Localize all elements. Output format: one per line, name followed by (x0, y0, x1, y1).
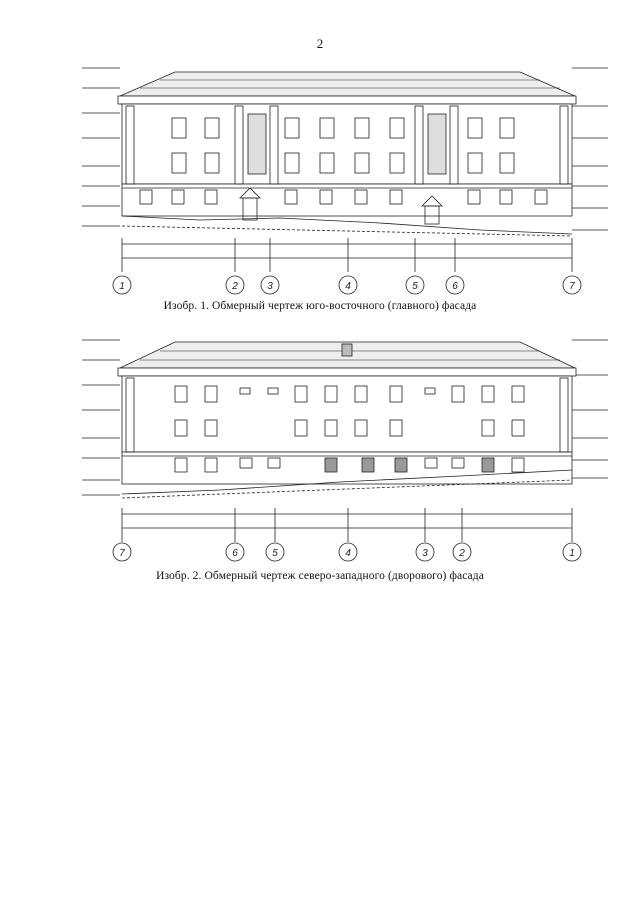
axis-label: 7 (569, 281, 575, 292)
axis-label: 4 (345, 281, 351, 292)
axis-label: 1 (119, 281, 125, 292)
figure-caption: Изобр. 1. Обмерный чертеж юго-восточного… (163, 300, 477, 312)
facade-drawing-main: 1 2 3 4 5 6 7 (80, 58, 610, 298)
axis-label: 6 (232, 548, 238, 559)
axis-label: 4 (345, 548, 351, 559)
axis-label: 5 (412, 281, 418, 292)
axis-label: 5 (272, 548, 278, 559)
axis-label: 3 (422, 548, 428, 559)
facade-drawing-courtyard: 7 6 5 4 3 2 1 (80, 330, 610, 568)
facade-main-svg: 1 2 3 4 5 6 7 (82, 67, 608, 295)
page-number: 2 (316, 36, 324, 51)
figure-caption: Изобр. 2. Обмерный чертеж северо-западно… (156, 570, 484, 582)
axis-label: 7 (119, 548, 125, 559)
axis-label: 2 (458, 548, 465, 559)
facade-courtyard-svg: 7 6 5 4 3 2 1 (82, 339, 608, 562)
axis-label: 1 (569, 548, 575, 559)
axis-label: 2 (231, 281, 238, 292)
axis-label: 6 (452, 281, 458, 292)
axis-label: 3 (267, 281, 273, 292)
